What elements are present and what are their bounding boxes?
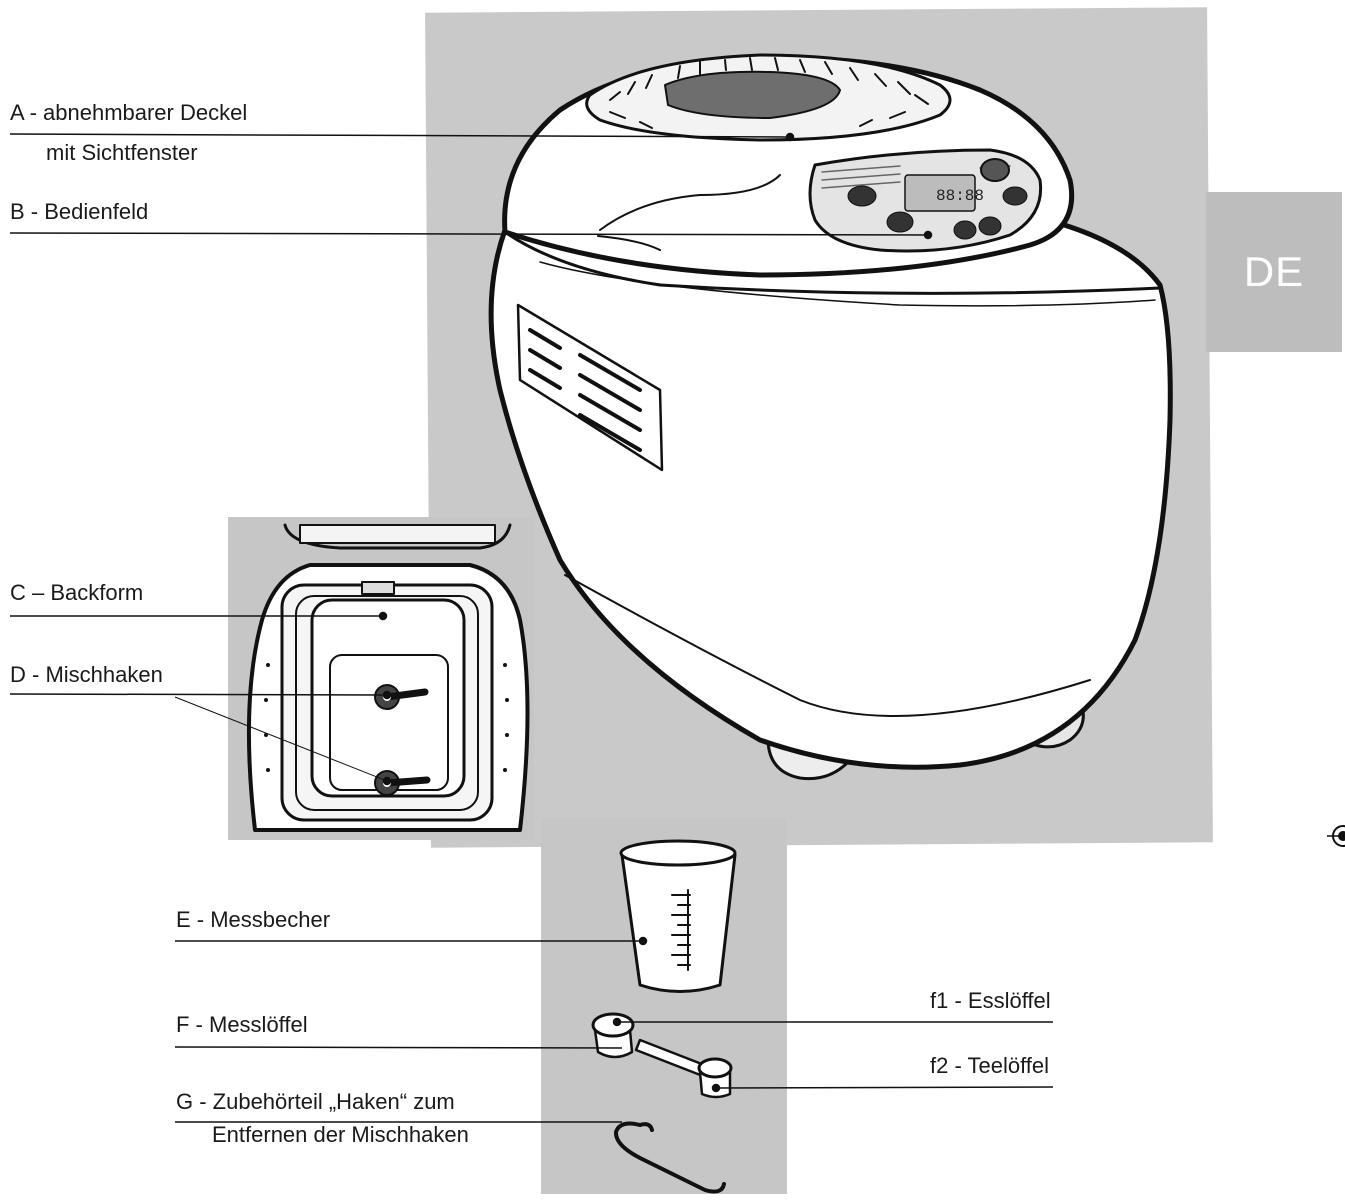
label-g-hook-purpose: Entfernen der Mischhaken: [212, 1122, 469, 1147]
measuring-cup: [619, 839, 737, 993]
label-f2-teaspoon: f2 - Teelöffel: [930, 1053, 1050, 1078]
label-c-baking-pan: C – Backform: [10, 580, 144, 605]
language-tab: DE: [1206, 192, 1342, 352]
hook-tool: [614, 1121, 726, 1194]
language-tab-label: DE: [1243, 248, 1305, 295]
bread-maker: [488, 53, 1173, 781]
label-a-lid: A - abnehmbarer Deckel: [10, 100, 248, 125]
measuring-spoon: [591, 1012, 733, 1099]
label-d-kneading-paddle: D - Mischhaken: [10, 662, 163, 687]
label-e-measuring-cup: E - Messbecher: [176, 907, 331, 932]
label-f-measuring-spoon: F - Messlöffel: [176, 1012, 308, 1037]
label-a-window: mit Sichtfenster: [46, 140, 198, 165]
lcd-digits: 88:88: [936, 187, 984, 205]
leader-lines: [9, 132, 1054, 1123]
label-g-hook-tool: G - Zubehörteil „Haken“ zum: [176, 1089, 455, 1114]
registration-mark-icon: [1327, 825, 1345, 847]
label-f1-tablespoon: f1 - Esslöffel: [930, 988, 1051, 1013]
label-b-control-panel: B - Bedienfeld: [10, 199, 149, 224]
